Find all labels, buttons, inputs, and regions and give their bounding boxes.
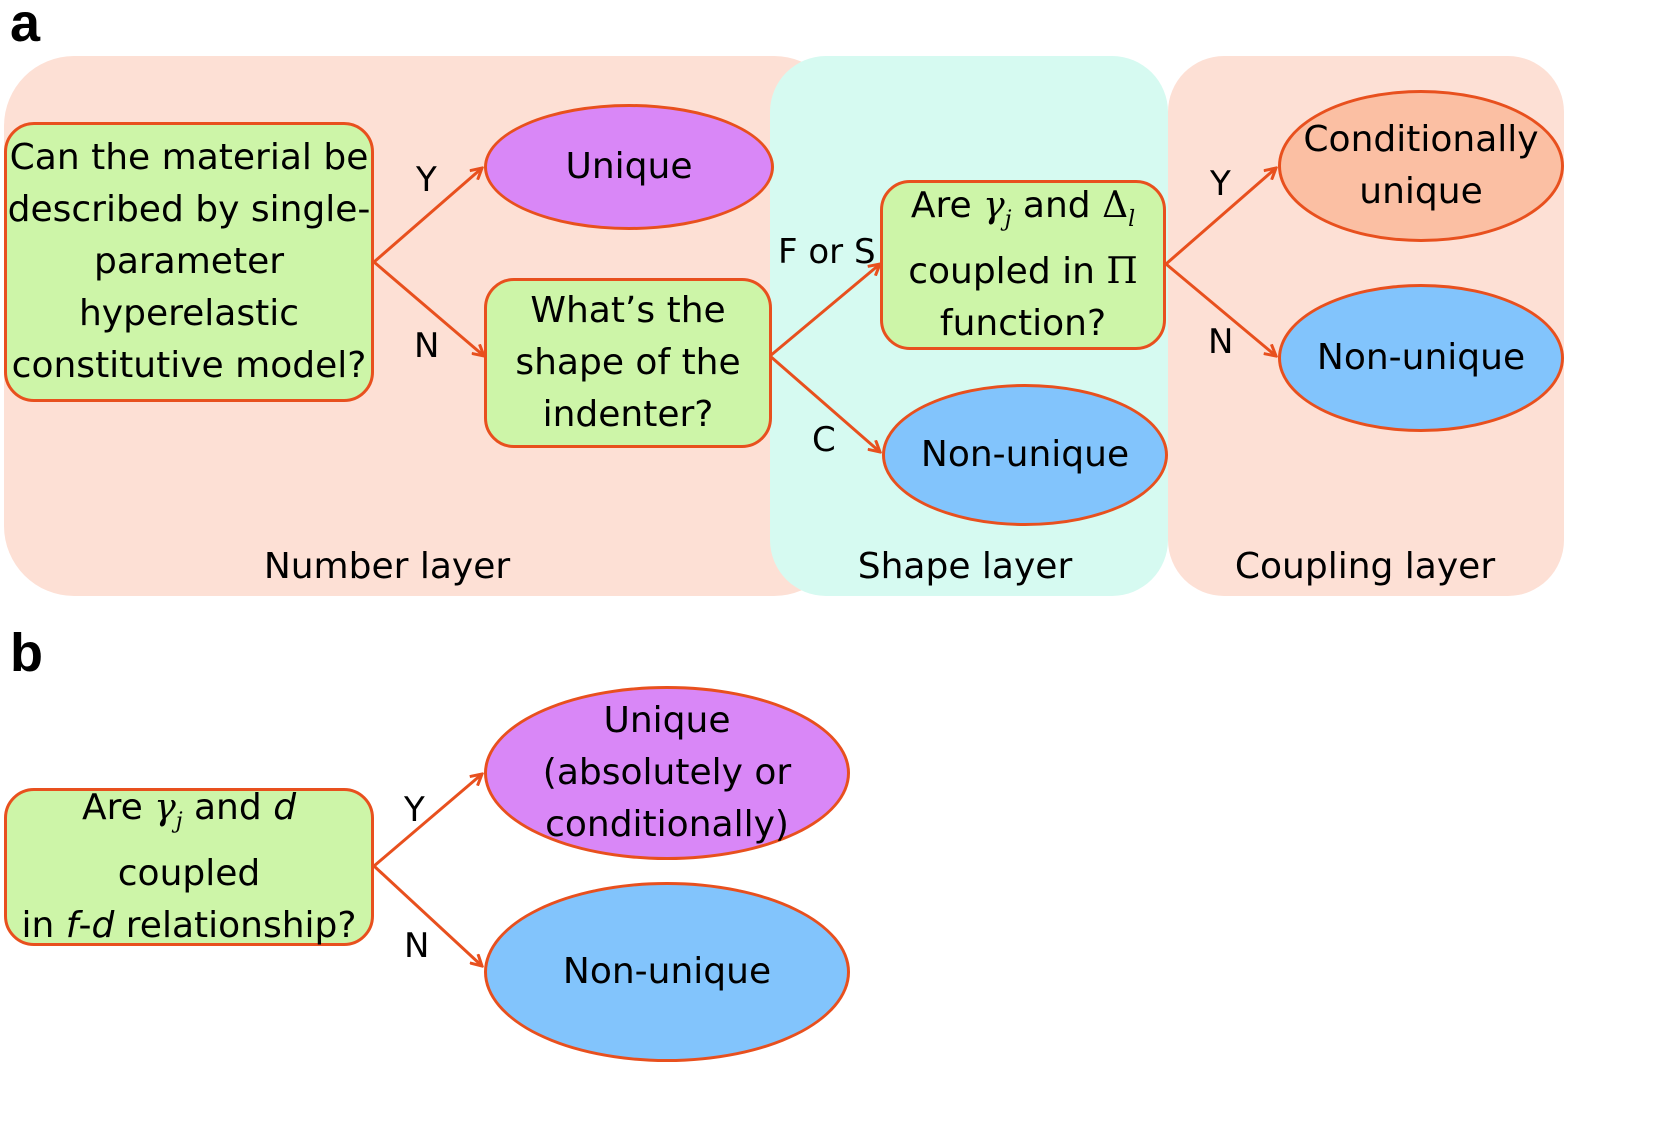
unique-ellipse: Unique — [484, 104, 774, 230]
edge-label-y2: Y — [1210, 164, 1231, 204]
question-coupling-pi-box: Are γj and Δl coupled in Π function? — [880, 180, 1166, 350]
q3-line2: coupled in Π — [908, 246, 1138, 298]
qb-d2: d — [91, 904, 115, 946]
qb-line2: in f-d relationship? — [7, 900, 371, 952]
non-unique-label-2: Non-unique — [1316, 337, 1526, 378]
ub-line1: Unique — [603, 700, 731, 741]
edge-label-n2: N — [1208, 322, 1234, 362]
non-unique-coupling-ellipse: Non-unique — [1278, 284, 1564, 432]
question-fd-coupling-box: Are γj and d coupled in f-d relationship… — [4, 787, 374, 946]
q2-line1: What’s the — [530, 290, 726, 331]
ub-line2: (absolutely or — [542, 752, 792, 793]
q1-line3: parameter — [93, 241, 285, 282]
qb-coupled: coupled — [117, 852, 261, 894]
question-indenter-shape-box: What’s the shape of the indenter? — [484, 278, 772, 448]
edge-label-n1: N — [414, 326, 440, 366]
q1-line5: constitutive model? — [11, 345, 367, 386]
pi-symbol: Π — [1106, 250, 1138, 292]
arrow-q3-conditional — [1165, 168, 1276, 266]
arrow-q1-q2 — [373, 260, 484, 356]
gamma-symbol: γ — [983, 185, 1005, 227]
qb-in: in — [21, 904, 55, 946]
panel-a-letter: a — [10, 0, 41, 53]
q3-are: Are — [910, 185, 972, 227]
edge-label-b-y: Y — [404, 790, 425, 830]
q2-line2: shape of the — [515, 342, 741, 383]
edge-label-f-or-s: F or S — [778, 232, 876, 272]
q3-line3: function? — [939, 302, 1107, 344]
qb-and: and — [194, 787, 262, 829]
unique-label: Unique — [565, 146, 693, 187]
number-layer-label: Number layer — [263, 546, 511, 587]
delta-symbol: Δ — [1102, 185, 1129, 227]
non-unique-shape-ellipse: Non-unique — [882, 384, 1168, 526]
arrow-q1-unique — [373, 168, 482, 264]
panel-b-letter: b — [10, 623, 43, 683]
qb-f: f — [65, 904, 79, 946]
arrow-b-nonunique — [372, 864, 482, 966]
arrow-q3-nonunique — [1165, 262, 1276, 356]
cond-line1: Conditionally — [1303, 119, 1539, 160]
cond-line2: unique — [1359, 171, 1483, 212]
qb-line1: Are γj and d coupled — [7, 782, 371, 899]
gamma-symbol-b: γ — [154, 787, 176, 829]
arrow-b-unique — [373, 774, 482, 868]
gamma-subscript-b: j — [175, 808, 183, 834]
edge-label-y1: Y — [416, 160, 437, 200]
coupling-layer-label: Coupling layer — [1234, 546, 1496, 587]
edge-label-c: C — [812, 420, 836, 460]
unique-absolute-conditional-ellipse: Unique (absolutely or conditionally) — [484, 686, 850, 860]
non-unique-b-ellipse: Non-unique — [484, 882, 850, 1062]
delta-subscript: l — [1128, 206, 1136, 232]
non-unique-b-label: Non-unique — [562, 951, 772, 992]
shape-layer-label: Shape layer — [857, 546, 1073, 587]
conditionally-unique-ellipse: Conditionally unique — [1278, 90, 1564, 242]
q1-line2: described by single- — [7, 189, 371, 230]
ub-line3: conditionally) — [545, 804, 789, 845]
q1-line4: hyperelastic — [78, 293, 299, 334]
gamma-subscript: j — [1004, 206, 1012, 232]
q3-coupled-in: coupled in — [908, 250, 1095, 292]
non-unique-label: Non-unique — [920, 434, 1130, 475]
q2-line3: indenter? — [542, 394, 714, 435]
question-single-parameter-box: Can the material be described by single-… — [4, 122, 374, 402]
q1-line1: Can the material be — [9, 137, 369, 178]
qb-dash: - — [78, 904, 92, 946]
q3-and: and — [1022, 185, 1091, 227]
arrow-q2-nonunique — [769, 354, 880, 452]
edge-label-b-n: N — [404, 926, 430, 966]
arrow-q2-q3 — [769, 264, 880, 358]
qb-d: d — [273, 787, 297, 829]
qb-are: Are — [81, 787, 143, 829]
q3-line1: Are γj and Δl — [908, 180, 1138, 245]
qb-relationship: relationship? — [125, 904, 357, 946]
